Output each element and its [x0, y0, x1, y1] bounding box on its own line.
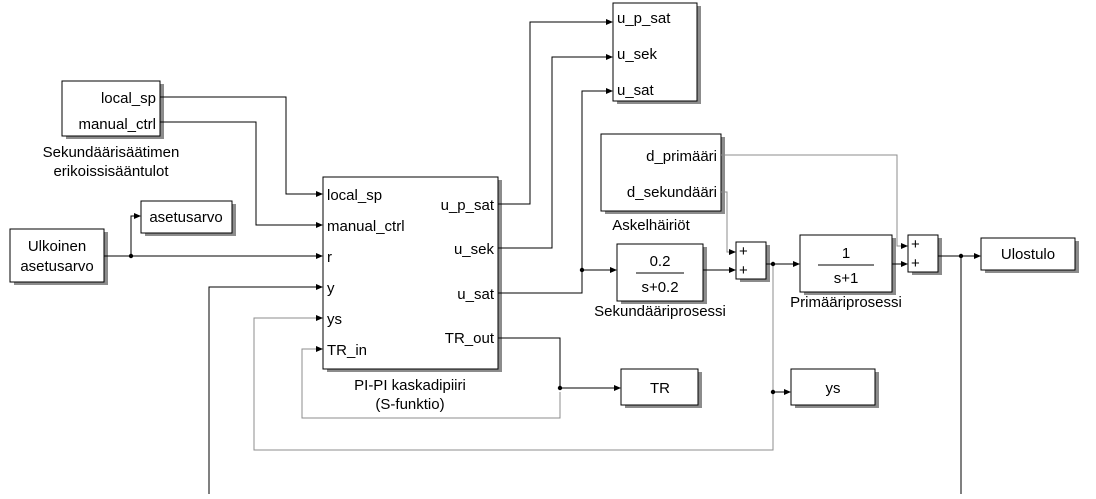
tr-label: TR	[650, 380, 670, 397]
ctrl-in-r: r	[327, 249, 332, 266]
output-block[interactable]: Ulostulo	[980, 237, 1079, 273]
primary-denominator: s+1	[834, 270, 859, 287]
ctrl-out-u-sek: u_sek	[454, 241, 495, 258]
ctrl-in-tr-in: TR_in	[327, 342, 367, 359]
ctrl-in-manual-ctrl: manual_ctrl	[327, 218, 405, 235]
bus-port-u-sek: u_sek	[617, 46, 658, 63]
controller-caption-2: (S-funktio)	[375, 396, 444, 413]
asetusarvo-block[interactable]: asetusarvo	[140, 200, 236, 236]
bus-port-u-p-sat: u_p_sat	[617, 10, 671, 27]
secondary-denominator: s+0.2	[641, 279, 678, 296]
ys-label: ys	[826, 380, 841, 397]
disturbances-caption: Askelhäiriöt	[612, 217, 690, 234]
ctrl-in-y: y	[327, 280, 335, 297]
ctrl-out-tr-out: TR_out	[445, 330, 495, 347]
secondary-process-block[interactable]: 0.2 s+0.2	[616, 243, 707, 304]
external-setpoint-label-2: asetusarvo	[20, 258, 93, 275]
ys-display-block[interactable]: ys	[790, 368, 879, 408]
d-primaari-label: d_primääri	[646, 148, 717, 165]
disturbances-block[interactable]: d_primääri d_sekundääri	[600, 133, 725, 214]
manual-ctrl-out-label: manual_ctrl	[78, 116, 156, 133]
secondary-process-caption: Sekundääriprosessi	[594, 303, 726, 320]
primary-process-block[interactable]: 1 s+1	[799, 234, 896, 295]
tr-display-block[interactable]: TR	[620, 368, 702, 408]
local-sp-out-label: local_sp	[101, 90, 156, 107]
sum2-sign-2: +	[911, 255, 920, 272]
local-inputs-caption-1: Sekundäärisäätimen	[43, 144, 180, 161]
ctrl-in-local-sp: local_sp	[327, 187, 382, 204]
local-inputs-caption-2: erikoissisääntulot	[53, 163, 169, 180]
asetusarvo-label: asetusarvo	[149, 209, 222, 226]
output-label: Ulostulo	[1001, 246, 1055, 263]
controller-caption-1: PI-PI kaskadipiiri	[354, 377, 466, 394]
secondary-numerator: 0.2	[650, 253, 671, 270]
sum1-sign-2: +	[739, 262, 748, 279]
ctrl-in-ys: ys	[327, 311, 342, 328]
local-inputs-block[interactable]: local_sp manual_ctrl	[61, 80, 164, 139]
cascade-controller-block[interactable]: local_sp manual_ctrl r y ys TR_in u_p_sa…	[322, 176, 502, 372]
sum2-sign-1: +	[911, 236, 920, 253]
signal-bus-block[interactable]: u_p_sat u_sek u_sat	[612, 2, 701, 104]
sum-block-1[interactable]: + +	[735, 241, 770, 282]
bus-port-u-sat: u_sat	[617, 82, 655, 99]
sum1-sign-1: +	[739, 243, 748, 260]
external-setpoint-label-1: Ulkoinen	[28, 238, 86, 255]
signal-lines	[104, 19, 981, 494]
ctrl-out-u-sat: u_sat	[457, 286, 495, 303]
primary-process-caption: Primääriprosessi	[790, 294, 902, 311]
d-sekundaari-label: d_sekundääri	[627, 184, 717, 201]
primary-numerator: 1	[842, 245, 850, 262]
ctrl-out-u-p-sat: u_p_sat	[441, 197, 495, 214]
external-setpoint-block[interactable]: Ulkoinen asetusarvo	[9, 228, 108, 285]
sum-block-2[interactable]: + +	[907, 234, 942, 275]
